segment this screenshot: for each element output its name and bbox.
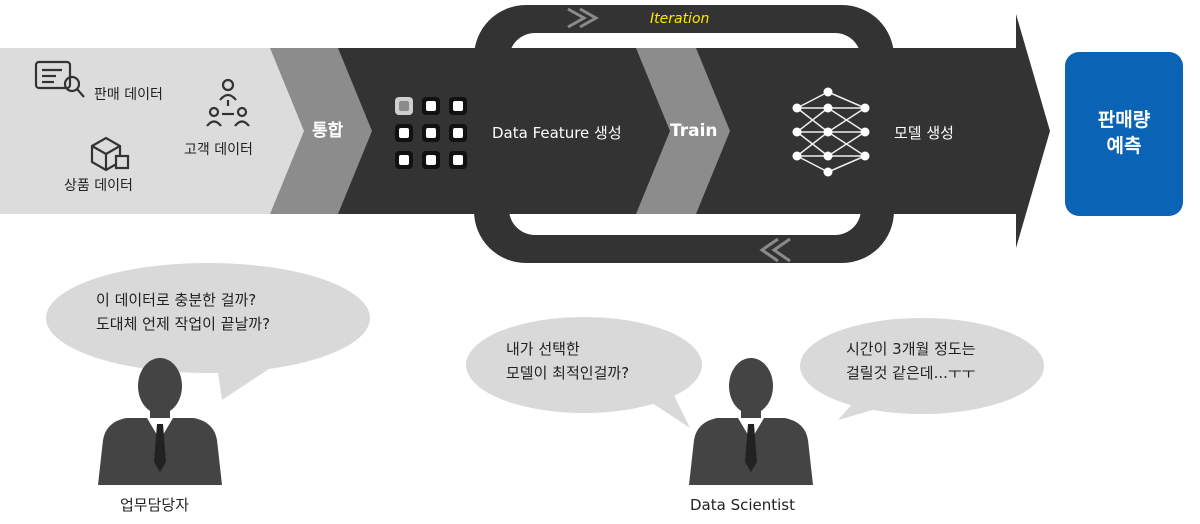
model-label: 모델 생성 [894, 124, 954, 142]
bubble-manager-line2: 도대체 언제 작업이 끝날까? [96, 315, 271, 333]
iteration-label: Iteration [650, 11, 710, 27]
integrate-label: 통합 [312, 121, 344, 141]
loop-chevron-bottom-icon [759, 237, 779, 263]
source-sales-label: 판매 데이터 [94, 87, 163, 103]
output-box: 판매량 예측 [1065, 52, 1183, 216]
bubble-manager-line1: 이 데이터로 충분한 걸까? [96, 291, 257, 309]
feature-matrix-icon [395, 97, 467, 169]
bubble-scientist-left-text: 내가 선택한 모델이 최적인걸까? [506, 337, 629, 385]
bubble-scientist-left-line2: 모델이 최적인걸까? [506, 364, 630, 382]
bubble-scientist-right-text: 시간이 3개월 정도는 걸릴것 같은데...ㅜㅜ [846, 337, 975, 385]
output-line2: 예측 [1106, 135, 1142, 157]
person-manager-icon [98, 358, 222, 485]
source-product-label: 상품 데이터 [64, 178, 133, 194]
bubble-scientist-left [466, 317, 702, 428]
customer-data-icon [206, 78, 250, 127]
bubble-manager-text: 이 데이터로 충분한 걸까? 도대체 언제 작업이 끝날까? [96, 288, 270, 336]
bubble-scientist-right-line2: 걸릴것 같은데...ㅜㅜ [846, 364, 976, 382]
neural-network-icon [792, 87, 870, 177]
product-data-icon [90, 136, 130, 172]
main-arrow [0, 14, 1050, 248]
person-scientist-icon [689, 358, 813, 485]
integrate-band [270, 48, 372, 214]
train-label: Train [670, 121, 718, 141]
bubble-scientist-right [800, 318, 1044, 420]
person-scientist-label: Data Scientist [690, 496, 795, 514]
bubble-manager [46, 263, 370, 400]
bubble-scientist-left-line1: 내가 선택한 [506, 340, 580, 358]
feature-label: Data Feature 생성 [492, 124, 622, 142]
source-customer-label: 고객 데이터 [184, 142, 253, 158]
train-band [636, 48, 730, 214]
sales-data-icon [34, 60, 85, 98]
loop-chevron-top-icon [567, 7, 588, 29]
person-manager-label: 업무담당자 [120, 496, 190, 514]
bubble-scientist-right-line1: 시간이 3개월 정도는 [846, 340, 976, 358]
output-line1: 판매량 [1097, 109, 1151, 132]
